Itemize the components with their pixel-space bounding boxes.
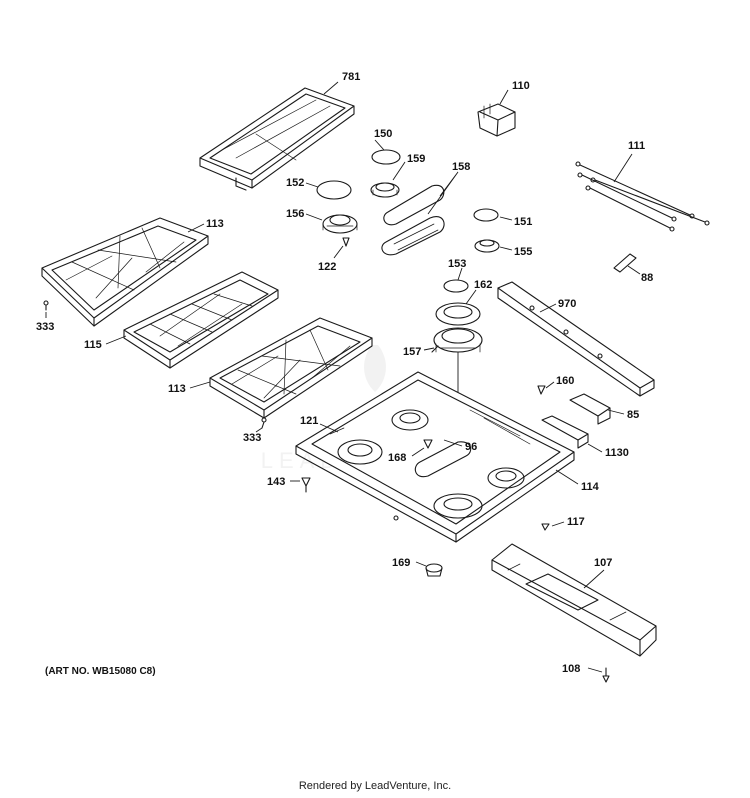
callout-113-lower: 113 — [168, 383, 186, 395]
callout-107: 107 — [594, 557, 612, 569]
callout-158: 158 — [452, 161, 470, 173]
screw-117 — [541, 523, 550, 531]
bracket-part — [477, 103, 516, 137]
pin-333-left — [43, 300, 49, 311]
burner-cap-150 — [371, 149, 401, 165]
burner-head-156 — [322, 214, 358, 234]
callout-157: 157 — [403, 346, 421, 358]
callout-114: 114 — [581, 481, 600, 493]
burner-cap-151 — [473, 208, 499, 222]
screw-108 — [602, 667, 610, 683]
burner-grate-113-lower — [209, 317, 373, 419]
callout-153: 153 — [448, 258, 466, 270]
screw-143 — [301, 477, 311, 493]
callout-159: 159 — [407, 153, 425, 165]
callout-333-left: 333 — [36, 321, 54, 333]
art-number: (ART NO. WB15080 C8) — [45, 666, 156, 677]
callout-162: 162 — [474, 279, 492, 291]
callout-1130: 1130 — [605, 447, 629, 459]
callout-117: 117 — [567, 516, 585, 528]
callout-85: 85 — [627, 409, 639, 421]
burner-cap-152 — [316, 180, 352, 200]
pin-333-lower — [261, 417, 267, 429]
callout-156: 156 — [286, 208, 304, 220]
callout-333-lower: 333 — [243, 432, 261, 444]
bracket-1130 — [541, 415, 589, 449]
rendered-by-footer: Rendered by LeadVenture, Inc. — [298, 780, 452, 792]
callout-110: 110 — [512, 80, 530, 92]
callout-152: 152 — [286, 177, 304, 189]
callout-143: 143 — [267, 476, 285, 488]
cooktop-pan-114 — [295, 371, 575, 543]
screw-160 — [537, 385, 546, 395]
burner-grate-115 — [123, 271, 279, 369]
clip-88 — [613, 253, 637, 273]
burner-grate-113-top — [41, 217, 209, 327]
callout-108: 108 — [562, 663, 580, 675]
screw-122 — [342, 237, 350, 247]
callout-168: 168 — [388, 452, 406, 464]
manifold-970 — [497, 281, 655, 397]
callout-88: 88 — [641, 272, 653, 284]
callout-160: 160 — [556, 375, 574, 387]
callout-115: 115 — [84, 339, 102, 351]
main-burner-162 — [435, 302, 481, 326]
callout-96: 96 — [465, 441, 477, 453]
callout-169: 169 — [392, 557, 410, 569]
foot-169 — [425, 563, 443, 577]
burner-head-159 — [370, 182, 400, 198]
callout-113-top: 113 — [206, 218, 224, 230]
burner-cap-153 — [443, 279, 469, 293]
callout-121: 121 — [300, 415, 318, 427]
callout-781: 781 — [342, 71, 360, 83]
griddle-part — [199, 87, 355, 191]
callout-122: 122 — [318, 261, 336, 273]
oval-burner-158 — [381, 184, 445, 256]
bracket-85 — [569, 393, 611, 425]
callout-151: 151 — [514, 216, 532, 228]
callout-111: 111 — [628, 140, 645, 152]
screw-168 — [423, 439, 433, 449]
wire-harness-part — [575, 161, 710, 232]
main-burner-base-157 — [431, 327, 483, 353]
pin-small — [393, 515, 399, 521]
burner-head-155 — [474, 239, 500, 253]
control-panel-107 — [491, 543, 657, 657]
callout-150: 150 — [374, 128, 392, 140]
callout-970: 970 — [558, 298, 576, 310]
callout-155: 155 — [514, 246, 532, 258]
